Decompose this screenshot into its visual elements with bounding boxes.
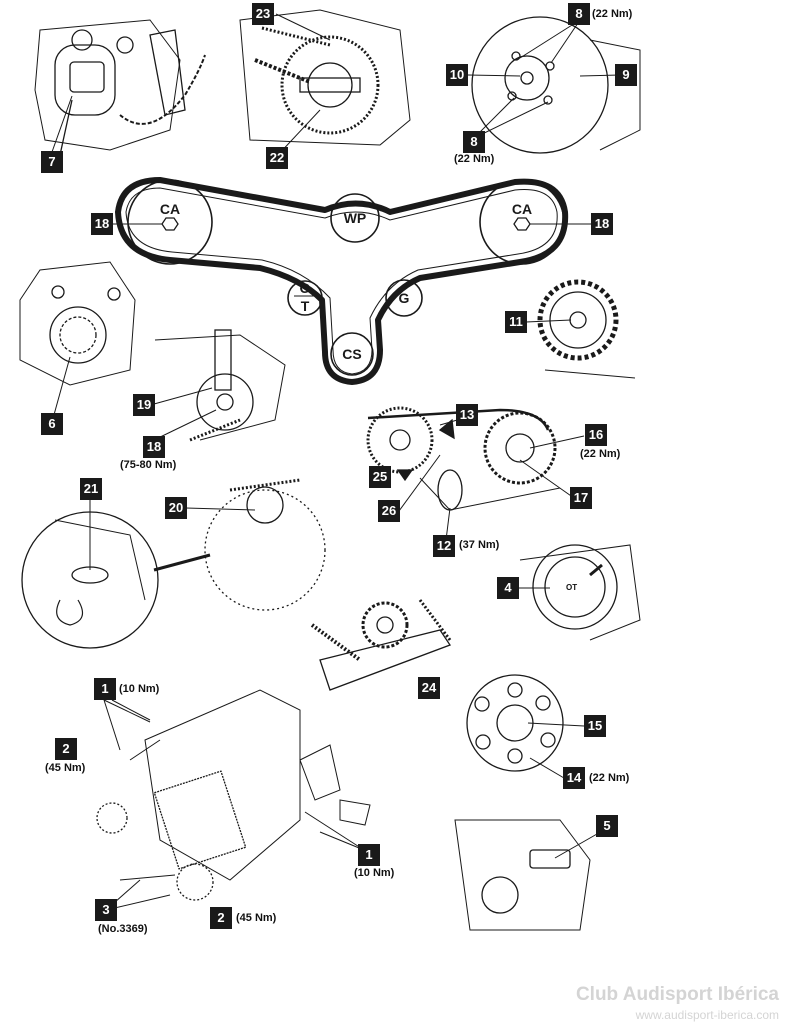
callout-5: 5	[596, 815, 618, 837]
illustration-lock-carrier-radiator	[96, 689, 371, 901]
pulley-water-pump	[330, 193, 380, 243]
torque-14: (22 Nm)	[589, 772, 630, 784]
torque-1-bottom: (10 Nm)	[354, 867, 395, 879]
callout-1-top: 1	[94, 678, 116, 700]
ot-mark-label: OT	[566, 583, 578, 592]
callout-4: 4	[497, 577, 519, 599]
illustration-crank-bolt	[154, 329, 286, 442]
callout-10: 10	[446, 64, 468, 86]
illustration-engine-mount	[454, 819, 591, 931]
illustration-tensioner-install	[310, 599, 452, 691]
callout-26: 26	[378, 500, 400, 522]
label-tensioner-bottom: T	[301, 298, 310, 314]
pulley-cam-right	[479, 179, 565, 265]
illustration-oil-cap-chain	[34, 19, 206, 156]
illustration-crank-pulley-cover	[471, 16, 641, 154]
torque-1-top: (10 Nm)	[119, 683, 160, 695]
label-water-pump: WP	[344, 210, 367, 226]
label-idler: G	[399, 290, 410, 306]
callout-21: 21	[80, 478, 102, 500]
callout-18-left: 18	[91, 213, 113, 235]
torque-2-top: (45 Nm)	[45, 762, 86, 774]
illustration-toothed-sprocket	[537, 279, 636, 379]
torque-16: (22 Nm)	[580, 448, 621, 460]
timing-belt	[115, 177, 569, 385]
callout-2-top: 2	[55, 738, 77, 760]
callout-18-bolt: 18	[143, 436, 165, 458]
illustration-vibration-damper	[466, 674, 564, 772]
illustration-cam-sprocket-lock	[239, 9, 411, 146]
torque-8-top: (22 Nm)	[592, 8, 633, 20]
callout-20: 20	[165, 497, 187, 519]
callout-19: 19	[133, 394, 155, 416]
illustration-tensioner-assembly	[366, 406, 561, 511]
callout-23: 23	[252, 3, 274, 25]
pulley-crankshaft	[330, 332, 374, 376]
callout-3: 3	[95, 899, 117, 921]
callout-8-top: 8	[568, 3, 590, 25]
callout-7: 7	[41, 151, 63, 173]
torque-2-bottom: (45 Nm)	[236, 912, 277, 924]
callout-14: 14	[563, 767, 585, 789]
callout-13: 13	[456, 404, 478, 426]
callout-6: 6	[41, 413, 63, 435]
callout-24: 24	[418, 677, 440, 699]
torque-8-bottom: (22 Nm)	[454, 153, 495, 165]
leader-lines	[51, 13, 621, 911]
callout-12: 12	[433, 535, 455, 557]
callout-25: 25	[369, 466, 391, 488]
callout-1-bottom: 1	[358, 844, 380, 866]
torque-3: (No.3369)	[98, 923, 148, 935]
callout-22: 22	[266, 147, 288, 169]
label-cam-right: CA	[512, 201, 532, 217]
callout-11: 11	[505, 311, 527, 333]
torque-18-bolt: (75-80 Nm)	[120, 459, 177, 471]
label-tensioner-top: O	[300, 280, 311, 296]
callout-9: 9	[615, 64, 637, 86]
callout-2-bottom: 2	[210, 907, 232, 929]
label-cam-left: CA	[160, 201, 180, 217]
callout-8-bottom: 8	[463, 131, 485, 153]
label-crankshaft: CS	[342, 346, 361, 362]
callout-18-right: 18	[591, 213, 613, 235]
callout-16: 16	[585, 424, 607, 446]
watermark-url: www.audisport-iberica.com	[635, 1008, 779, 1022]
pulley-tensioner	[287, 280, 323, 316]
callout-15: 15	[584, 715, 606, 737]
callout-17: 17	[570, 487, 592, 509]
illustration-pump-housing	[19, 261, 136, 386]
pulley-idler	[385, 279, 423, 317]
watermark-club: Club Audisport Ibérica	[575, 984, 779, 1005]
torque-12: (37 Nm)	[459, 539, 500, 551]
illustration-ot-mark-window	[519, 544, 641, 641]
